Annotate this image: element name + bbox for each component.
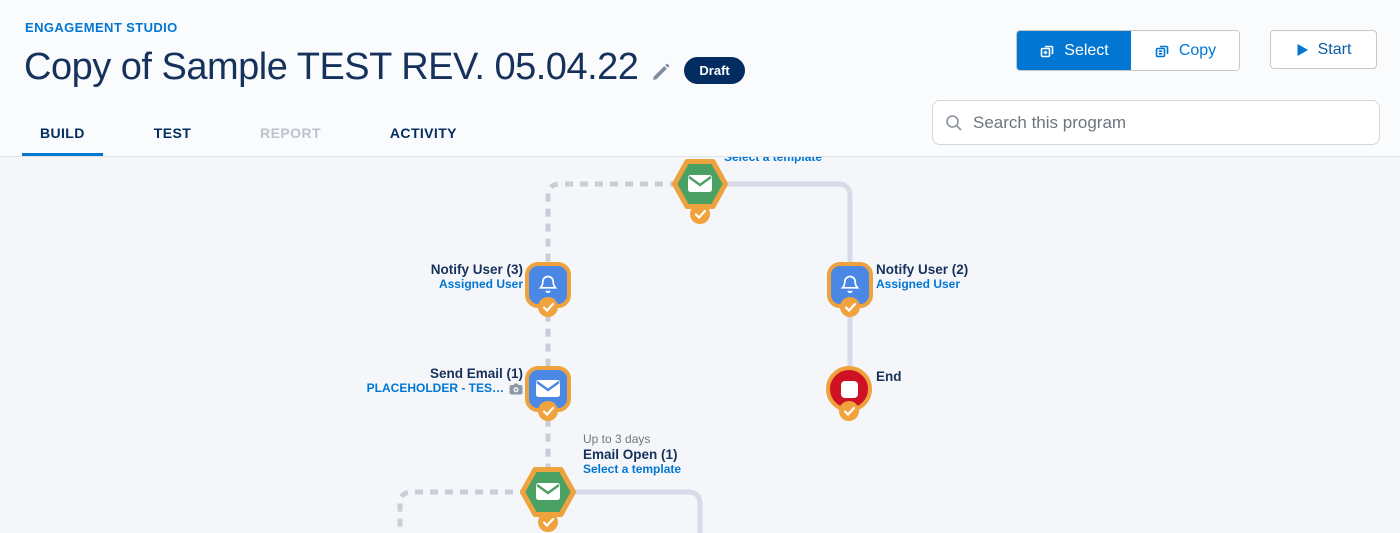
stop-icon <box>840 380 858 398</box>
notify-user-2-title: Notify User (2) <box>876 262 969 277</box>
search-icon <box>946 114 962 131</box>
envelope-icon <box>688 175 712 192</box>
completed-check-badge <box>840 297 860 317</box>
copy-button[interactable]: Copy <box>1131 31 1239 70</box>
header-actions: Select Copy Start <box>1016 30 1377 71</box>
tab-activity[interactable]: ACTIVITY <box>389 125 457 141</box>
notify-user-3-assignee-link[interactable]: Assigned User <box>438 277 523 291</box>
tab-bar: BUILD TEST REPORT ACTIVITY <box>22 111 508 156</box>
tab-report: REPORT <box>260 125 321 141</box>
check-icon <box>843 406 855 416</box>
email-open-1-template-link[interactable]: Select a template <box>583 462 682 476</box>
envelope-icon <box>536 380 560 397</box>
page-title: Copy of Sample TEST REV. 05.04.22 <box>24 46 639 88</box>
bell-icon <box>538 275 558 293</box>
notify-user-2-assignee-link[interactable]: Assigned User <box>876 277 961 291</box>
send-email-1-template-link[interactable]: PLACEHOLDER - TES… <box>366 381 504 395</box>
check-icon <box>542 406 554 416</box>
select-button[interactable]: Select <box>1017 31 1131 70</box>
notify-user-3-label: Notify User (3) Assigned User <box>431 262 523 292</box>
notify-user-2-label: Notify User (2) Assigned User <box>876 262 968 292</box>
completed-check-badge <box>690 204 710 224</box>
preview-camera-icon[interactable] <box>509 383 523 395</box>
search-input[interactable] <box>973 112 1367 133</box>
completed-check-badge <box>538 512 558 532</box>
send-email-1-title: Send Email (1) <box>429 366 523 381</box>
send-email-1-label: Send Email (1) PLACEHOLDER - TES… <box>367 366 523 396</box>
program-search <box>932 100 1380 145</box>
check-icon <box>844 302 856 312</box>
app-eyebrow: ENGAGEMENT STUDIO <box>25 20 178 35</box>
node-notify-user-2[interactable] <box>827 262 873 317</box>
play-icon <box>1297 43 1308 56</box>
edit-pencil-icon[interactable] <box>652 63 670 81</box>
check-icon <box>542 517 554 527</box>
copy-icon <box>1155 45 1169 57</box>
completed-check-badge <box>538 401 558 421</box>
select-copy-button-group: Select Copy <box>1016 30 1240 71</box>
node-notify-user-3[interactable] <box>525 262 571 317</box>
email-open-1-wait: Up to 3 days <box>583 432 651 446</box>
node-send-email-1[interactable] <box>525 366 571 421</box>
completed-check-badge <box>538 297 558 317</box>
status-badge: Draft <box>684 57 745 84</box>
select-button-label: Select <box>1064 41 1109 59</box>
tab-build[interactable]: BUILD <box>22 111 103 156</box>
check-icon <box>694 209 706 219</box>
copy-button-label: Copy <box>1178 41 1217 59</box>
node-trigger-top[interactable] <box>671 158 729 224</box>
select-icon <box>1040 45 1054 57</box>
notify-user-3-title: Notify User (3) <box>430 262 523 277</box>
envelope-icon <box>536 483 560 500</box>
check-icon <box>542 302 554 312</box>
title-row: Copy of Sample TEST REV. 05.04.22 Draft <box>24 46 745 89</box>
node-end[interactable] <box>826 366 872 421</box>
node-email-open-1[interactable] <box>519 466 577 532</box>
flow-connectors <box>397 181 853 533</box>
bell-icon <box>840 275 860 293</box>
email-open-1-label: Up to 3 days Email Open (1) Select a tem… <box>583 432 681 477</box>
email-open-1-title: Email Open (1) <box>583 447 678 462</box>
tab-test[interactable]: TEST <box>153 125 192 141</box>
end-node-label: End <box>876 369 902 384</box>
program-flow-canvas[interactable]: Select a template Notify User (3) Assign… <box>0 157 1400 533</box>
start-button[interactable]: Start <box>1270 30 1377 69</box>
completed-check-badge <box>839 401 859 421</box>
top-trigger-template-link[interactable]: Select a template <box>724 157 823 164</box>
page-header: ENGAGEMENT STUDIO Copy of Sample TEST RE… <box>0 0 1400 157</box>
start-button-label: Start <box>1317 40 1352 58</box>
